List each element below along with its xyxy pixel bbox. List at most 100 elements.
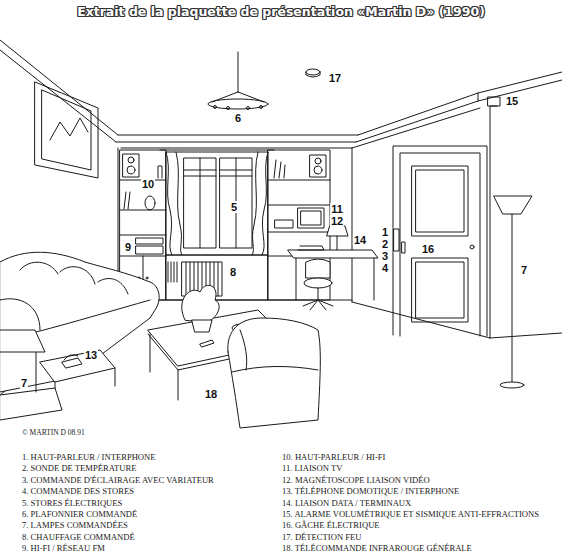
drawing-stroke [160,150,274,151]
key-entry: 4. COMMANDE DES STORES [22,486,134,496]
drawing-stroke [124,166,162,209]
radiator-cabinet [166,255,268,300]
drawing-stroke [306,69,320,75]
drawing-stroke [136,238,163,244]
drawing-stroke [146,277,148,279]
callout-number: 7 [20,377,28,389]
drawing-stroke [288,250,378,258]
key-entry: 16. GÂCHE ÉLECTRIQUE [282,520,380,530]
key-entry: 1. HAUT-PARLEUR / INTERPHONE [22,452,156,462]
drawing-stroke [166,152,182,255]
floor-lamp [494,196,532,388]
drawing-stroke [247,107,250,110]
drawing-stroke [412,258,468,322]
drawing-stroke [260,106,263,109]
right-bookcase [268,150,330,300]
drawing-stroke [128,157,134,163]
callout-number: 2 [381,238,389,250]
drawing-stroke [123,154,139,177]
drawing-stroke [298,208,324,228]
key-entry: 12. MAGNÉTOSCOPE LIAISON VIDÉO [282,475,430,485]
callout-number: 14 [353,234,367,246]
drawing-stroke [274,160,285,178]
key-entry: 2. SONDE DE TEMPÉRATURE [22,463,136,473]
key-entry: 8. CHAUFFAGE COMMANDÉ [22,532,135,542]
key-entry: 9. HI-FI / RÉSEAU FM [22,543,105,553]
key-entry: 18. TÉLÉCOMMANDE INFRAROUGE GÉNÉRALE [282,543,472,553]
callout-number: 13 [84,349,98,361]
callout-number: 9 [124,241,132,253]
callout-number: 4 [381,262,389,274]
pendant-light [208,52,268,110]
callout-number: 10 [141,178,155,190]
drawing-stroke [268,150,330,300]
drawing-stroke [232,330,318,372]
drawing-stroke [337,236,338,250]
drawing-stroke [228,318,320,428]
drawing-stroke [166,152,268,255]
armchair [228,318,320,428]
key-entry: 3. COMMANDE D'ÉCLAIRAGE AVEC VARIATEUR [22,475,214,485]
drawing-stroke [35,82,98,178]
key-entry: 5. STORES ÉLECTRIQUES [22,498,122,508]
drawing-stroke [0,330,45,352]
drawing-stroke [275,220,293,228]
drawing-stroke [208,99,268,109]
drawing-stroke [494,196,532,214]
drawing-stroke [55,368,115,400]
drawing-stroke [227,107,230,110]
copyright-note: © MARTIN D 08.91 [22,428,85,437]
key-entry: 10. HAUT-PARLEUR / HI-FI [282,452,385,462]
key-entry: 13. TÉLÉPHONE DOMOTIQUE / INTERPHONE [282,486,459,496]
drawing-stroke [304,278,332,288]
drawing-stroke [268,180,330,256]
drawing-stroke [127,166,135,174]
drawing-stroke [394,229,399,251]
drawing-stroke [296,246,374,300]
drawing-stroke [200,340,214,347]
drawing-stroke [327,226,348,236]
drawing-stroke [0,388,62,420]
drawing-stroke [40,350,115,382]
door [393,146,487,336]
drawing-stroke [214,106,217,109]
key-entry: 7. LAMPES COMMANDÉES [22,520,128,530]
key-entry: 17. DÉTECTION FEU [282,532,361,542]
drawing-stroke [512,214,513,382]
callout-number: 16 [421,243,435,255]
callout-number: 15 [505,95,519,107]
callout-number: 6 [234,112,242,124]
drawing-stroke [182,285,219,322]
drawing-stroke [166,255,268,300]
drawing-stroke [315,158,321,164]
drawing-stroke [491,106,497,107]
callout-number: 8 [229,266,237,278]
drawing-stroke [0,252,159,392]
table-lamp [0,330,62,420]
drawing-stroke [402,242,405,253]
drawing-stroke [416,170,464,232]
drawing-stroke [314,166,322,174]
drawing-stroke [64,355,78,360]
drawing-stroke [500,382,524,388]
window-with-blinds [160,150,274,255]
room-illustration [0,0,562,430]
drawing-stroke [0,262,150,340]
desk-and-chair [288,226,378,310]
key-entry: 14. LIAISON DATA / TERMINAUX [282,498,411,508]
callout-number: 18 [204,388,218,400]
drawing-stroke [184,158,252,248]
wall-picture [35,82,98,178]
drawing-stroke [303,288,333,310]
alarm-detector [488,97,500,106]
drawing-stroke [168,262,177,282]
callout-number: 5 [230,201,238,213]
callout-number: 12 [330,215,344,227]
key-entry: 11. LIAISON TV [282,463,342,473]
sofa [0,252,159,392]
drawing-stroke [136,246,163,254]
callout-number: 3 [381,250,389,262]
drawing-stroke [393,146,487,336]
callout-number: 11 [330,203,344,215]
